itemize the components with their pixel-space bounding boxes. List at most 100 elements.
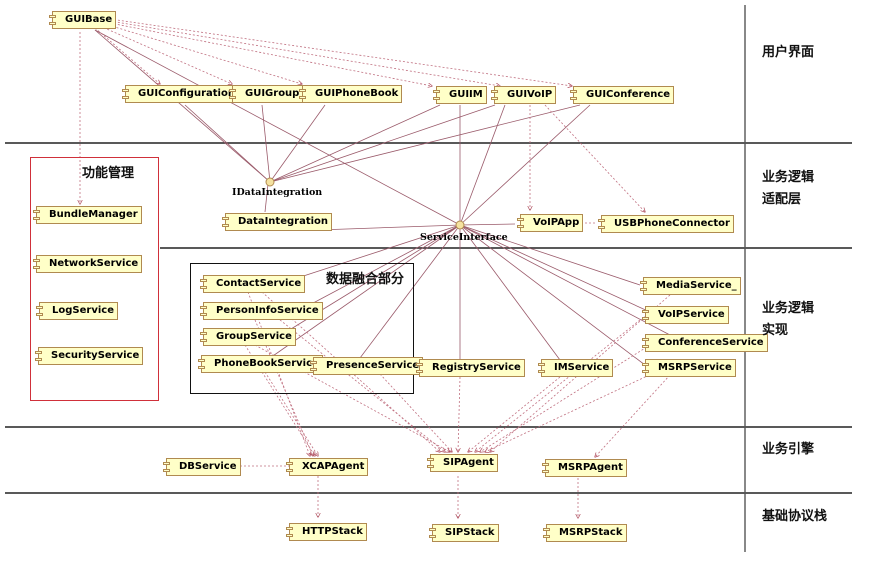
component-logservice[interactable]: LogService bbox=[36, 302, 118, 320]
component-icon bbox=[491, 90, 498, 93]
component-securityservice[interactable]: SecurityService bbox=[35, 347, 144, 365]
component-icon bbox=[517, 225, 524, 228]
interface-connector-line bbox=[317, 224, 461, 231]
component-icon bbox=[429, 528, 436, 531]
component-icon bbox=[416, 363, 423, 366]
component-icon bbox=[642, 370, 649, 373]
component-registryservice[interactable]: RegistryService bbox=[416, 359, 525, 377]
component-xcapagent[interactable]: XCAPAgent bbox=[286, 458, 369, 476]
component-icon bbox=[49, 22, 56, 25]
component-icon bbox=[229, 96, 236, 99]
serviceinterface-interface-icon bbox=[455, 220, 465, 230]
layer-label-engine: 业务引擎 bbox=[762, 439, 814, 461]
layer-label-line: 适配层 bbox=[762, 192, 802, 207]
component-guiim[interactable]: GUIIM bbox=[433, 86, 487, 104]
idataintegration-interface-icon bbox=[265, 177, 275, 187]
component-label: XCAPAgent bbox=[302, 461, 365, 472]
interface-connector-line bbox=[459, 224, 646, 366]
component-label: MSRPAgent bbox=[558, 462, 623, 473]
component-networkservice[interactable]: NetworkService bbox=[33, 255, 143, 273]
component-msrpagent[interactable]: MSRPAgent bbox=[542, 459, 627, 477]
component-label: GUIVoIP bbox=[507, 89, 553, 100]
dependency-arrows bbox=[80, 18, 671, 518]
component-guibase[interactable]: GUIBase bbox=[49, 11, 117, 29]
component-icon bbox=[542, 463, 549, 466]
component-httpstack[interactable]: HTTPStack bbox=[286, 523, 367, 541]
interface-connector-line bbox=[269, 104, 496, 183]
component-icon bbox=[598, 219, 605, 222]
data-fusion-group-title: 数据融合部分 bbox=[326, 272, 405, 287]
layer-label-adapter: 业务逻辑适配层 bbox=[762, 167, 814, 211]
component-icon bbox=[198, 359, 205, 362]
component-label: LogService bbox=[52, 305, 114, 316]
data-fusion-group-box bbox=[190, 263, 414, 394]
component-msrpservice[interactable]: MSRPService bbox=[642, 359, 736, 377]
component-bundlemanager[interactable]: BundleManager bbox=[33, 206, 142, 224]
dependency-arrow-line bbox=[99, 25, 232, 84]
component-sipagent[interactable]: SIPAgent bbox=[427, 454, 498, 472]
component-personinfoservice[interactable]: PersonInfoService bbox=[200, 302, 323, 320]
component-icon bbox=[598, 226, 605, 229]
component-groupservice[interactable]: GroupService bbox=[200, 328, 296, 346]
interface-connector-line bbox=[459, 223, 516, 226]
component-icon bbox=[491, 97, 498, 100]
layer-label-stack: 基础协议栈 bbox=[762, 506, 827, 528]
layer-label-line: 基础协议栈 bbox=[762, 509, 828, 524]
component-sipstack[interactable]: SIPStack bbox=[429, 524, 499, 542]
dependency-arrow-line bbox=[109, 20, 500, 86]
component-dbservice[interactable]: DBService bbox=[163, 458, 241, 476]
component-guivoip[interactable]: GUIVoIP bbox=[491, 86, 557, 104]
dependency-arrow-line bbox=[480, 344, 651, 452]
component-icon bbox=[642, 338, 649, 341]
component-label: GUIConfiguration bbox=[138, 88, 235, 99]
component-label: USBPhoneConnector bbox=[614, 218, 730, 229]
component-voipapp[interactable]: VoIPApp bbox=[517, 214, 584, 232]
component-label: MSRPService bbox=[658, 362, 732, 373]
component-icon bbox=[429, 535, 436, 538]
component-icon bbox=[286, 527, 293, 530]
component-label: ConferenceService bbox=[658, 337, 764, 348]
component-usbphoneconnector[interactable]: USBPhoneConnector bbox=[598, 215, 734, 233]
component-icon bbox=[640, 281, 647, 284]
component-icon bbox=[49, 15, 56, 18]
component-label: GroupService bbox=[216, 331, 292, 342]
dependency-arrow-line bbox=[475, 319, 641, 452]
component-dataintegration[interactable]: DataIntegration bbox=[222, 213, 333, 231]
management-group-title: 功能管理 bbox=[82, 166, 135, 181]
management-group-box bbox=[30, 157, 159, 401]
dependency-arrow-line bbox=[544, 104, 645, 212]
component-icon bbox=[36, 306, 43, 309]
component-label: GUIIM bbox=[449, 89, 483, 100]
dependency-arrow-line bbox=[595, 374, 671, 457]
component-icon bbox=[640, 288, 647, 291]
component-label: VoIPService bbox=[658, 309, 725, 320]
component-label: DBService bbox=[179, 461, 237, 472]
dependency-arrow-line bbox=[264, 371, 318, 456]
dependency-arrow-line bbox=[109, 22, 432, 86]
component-guiconfiguration[interactable]: GUIConfiguration bbox=[122, 85, 239, 103]
component-icon bbox=[286, 462, 293, 465]
interface-connector-line bbox=[94, 29, 271, 183]
component-icon bbox=[36, 313, 43, 316]
component-imservice[interactable]: IMService bbox=[538, 359, 614, 377]
component-icon bbox=[542, 470, 549, 473]
component-guiconference[interactable]: GUIConference bbox=[570, 86, 675, 104]
dependency-arrow-line bbox=[485, 369, 661, 452]
interface-connector-line bbox=[269, 224, 461, 359]
component-label: MSRPStack bbox=[559, 527, 623, 538]
component-icon bbox=[433, 97, 440, 100]
component-mediaservice[interactable]: MediaService_ bbox=[640, 277, 741, 295]
component-icon bbox=[286, 469, 293, 472]
component-icon bbox=[229, 89, 236, 92]
component-presenceservice[interactable]: PresenceService bbox=[310, 357, 424, 375]
component-msrpstack[interactable]: MSRPStack bbox=[543, 524, 627, 542]
component-icon bbox=[35, 358, 42, 361]
component-guigroup[interactable]: GUIGroup bbox=[229, 85, 304, 103]
interface-connector-line bbox=[299, 224, 461, 311]
serviceinterface-label: ServiceInterface bbox=[420, 232, 508, 243]
component-phonebookservice[interactable]: PhoneBookService bbox=[198, 355, 323, 373]
component-contactservice[interactable]: ContactService bbox=[200, 275, 306, 293]
component-voipservice[interactable]: VoIPService bbox=[642, 306, 729, 324]
component-conferenceservice[interactable]: ConferenceService bbox=[642, 334, 768, 352]
component-guiphonebook[interactable]: GUIPhoneBook bbox=[299, 85, 403, 103]
